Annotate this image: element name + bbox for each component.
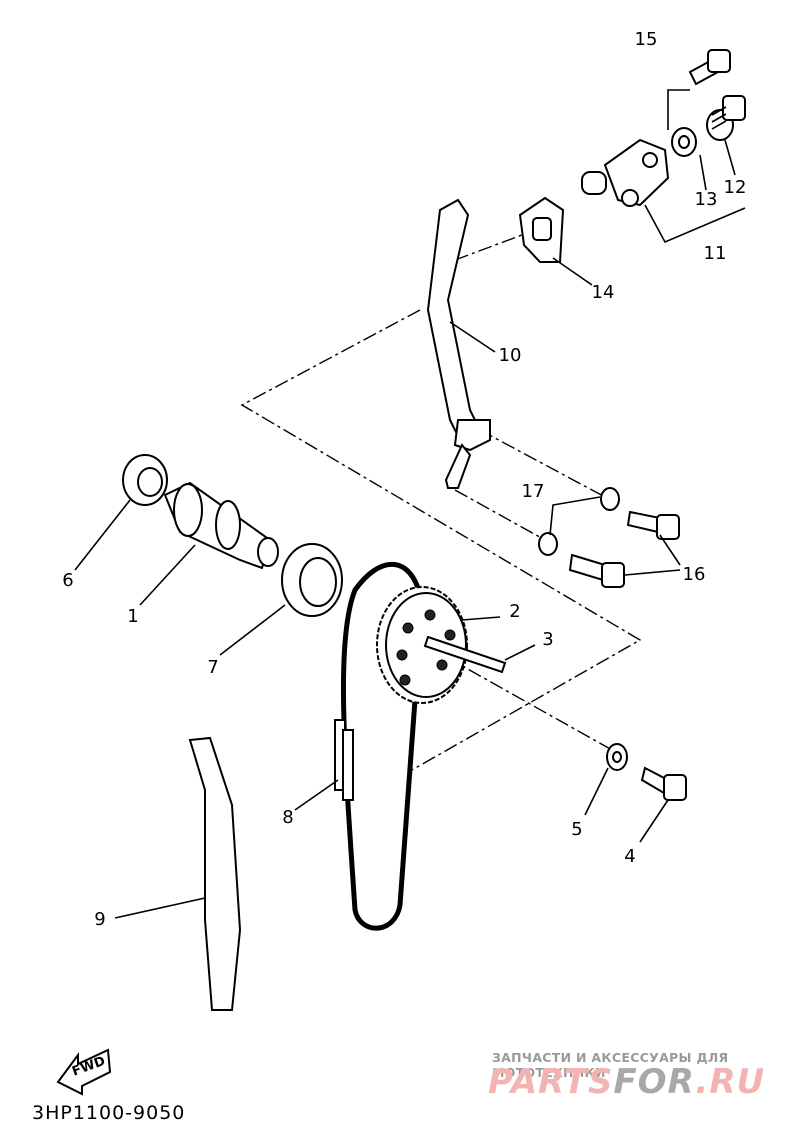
leader-8: [294, 779, 339, 811]
part-label-17[interactable]: 17: [522, 481, 545, 502]
camshaft-1[interactable]: [163, 481, 279, 570]
bolt-16[interactable]: [568, 510, 680, 588]
part-label-4[interactable]: 4: [624, 846, 635, 867]
leader-2: [461, 616, 501, 621]
part-label-15[interactable]: 15: [635, 29, 658, 50]
part-label-7[interactable]: 7: [207, 657, 218, 678]
leader-1: [139, 544, 196, 606]
chain-guide-9[interactable]: [188, 736, 242, 1011]
part-label-11[interactable]: 11: [704, 243, 727, 264]
part-label-13[interactable]: 13: [695, 189, 718, 210]
chain-guide-10[interactable]: [426, 198, 491, 489]
leader-3: [504, 644, 536, 661]
leader-16: [624, 534, 681, 576]
assembly-reference-line: [240, 309, 642, 771]
leader-17: [549, 496, 601, 536]
bolt-15[interactable]: [688, 49, 731, 86]
leader-4: [639, 799, 669, 843]
part-label-6[interactable]: 6: [62, 570, 73, 591]
bearing-6[interactable]: [122, 454, 168, 506]
gasket-13[interactable]: [671, 127, 697, 157]
part-label-2[interactable]: 2: [509, 601, 520, 622]
leader-15: [667, 89, 690, 130]
leader-12: [724, 139, 736, 176]
watermark-brand-3: .RU: [695, 1062, 766, 1102]
watermark-brand-1: PARTS: [488, 1062, 614, 1102]
diagram-code: 3HP1100-9050: [32, 1102, 186, 1124]
leader-13: [699, 154, 707, 191]
leader-11: [644, 204, 746, 244]
chain-links: [334, 719, 354, 801]
part-label-8[interactable]: 8: [282, 807, 293, 828]
reference-line-17b: [454, 489, 546, 541]
leader-9: [114, 897, 206, 919]
bearing-7[interactable]: [281, 543, 343, 617]
watermark-subtitle: ЗАПЧАСТИ И АКСЕССУАРЫ ДЛЯ МОТОТЕХНИКИ: [492, 1050, 729, 1080]
pin-3[interactable]: [423, 635, 507, 674]
leader-7: [219, 604, 286, 656]
part-label-12[interactable]: 12: [724, 177, 747, 198]
part-label-16[interactable]: 16: [683, 564, 706, 585]
reference-line-guide: [454, 231, 531, 261]
part-label-3[interactable]: 3: [542, 629, 553, 650]
bolt-4[interactable]: [640, 766, 687, 801]
watermark-logo: PARTSFOR.RU: [488, 1062, 765, 1102]
leader-5: [584, 767, 609, 816]
fwd-arrow-icon: FWD: [56, 1048, 112, 1096]
leader-10: [449, 321, 496, 353]
gasket-14[interactable]: [518, 196, 565, 263]
tensioner-body[interactable]: [581, 138, 670, 207]
washer-17[interactable]: [538, 487, 620, 556]
part-label-9[interactable]: 9: [94, 909, 105, 930]
reference-line-17a: [479, 429, 606, 498]
leader-14: [552, 257, 593, 286]
part-label-1[interactable]: 1: [127, 606, 138, 627]
plug-12[interactable]: [706, 95, 746, 141]
part-label-14[interactable]: 14: [592, 282, 615, 303]
watermark-brand-2: FOR: [613, 1062, 696, 1102]
washer-5[interactable]: [606, 743, 628, 771]
part-label-5[interactable]: 5: [571, 819, 582, 840]
leader-6: [74, 499, 131, 571]
part-label-10[interactable]: 10: [499, 345, 522, 366]
